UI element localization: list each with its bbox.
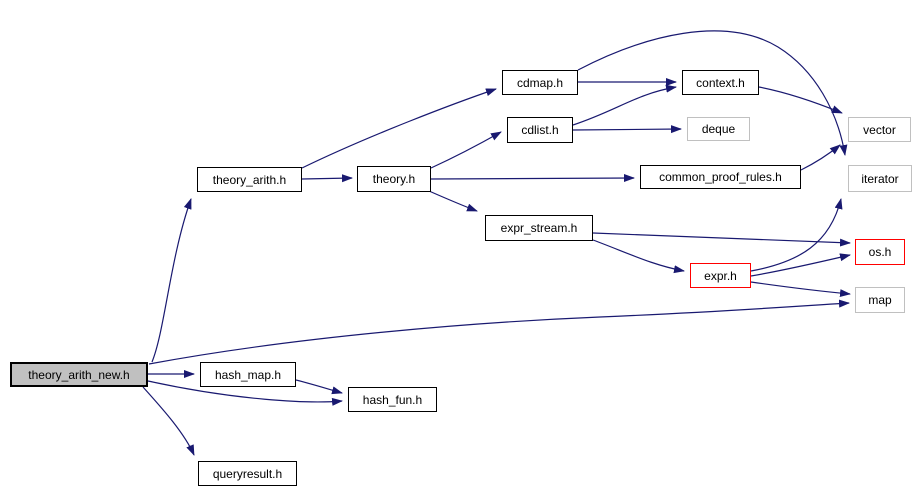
node-queryresult[interactable]: queryresult.h	[198, 461, 297, 486]
node-expr[interactable]: expr.h	[690, 263, 751, 288]
edge-theory_arith_new-theory_arith	[151, 198, 192, 363]
edge-theory-common_proof_rules	[430, 174, 635, 183]
edge-expr-iterator	[750, 198, 843, 272]
node-cdmap[interactable]: cdmap.h	[502, 70, 578, 95]
edge-expr_stream-os	[592, 232, 851, 247]
edge-theory-expr_stream	[428, 190, 478, 212]
node-deque[interactable]: deque	[687, 117, 750, 141]
node-hash_map[interactable]: hash_map.h	[200, 362, 296, 387]
edge-theory_arith_new-queryresult	[142, 386, 195, 456]
node-map[interactable]: map	[855, 287, 905, 313]
edge-context-vector	[758, 86, 843, 114]
node-common_proof_rules[interactable]: common_proof_rules.h	[640, 165, 801, 189]
edge-theory-cdlist	[430, 131, 502, 169]
node-vector[interactable]: vector	[848, 117, 911, 142]
node-cdlist[interactable]: cdlist.h	[507, 117, 573, 143]
node-context[interactable]: context.h	[682, 70, 759, 95]
edge-theory_arith-cdmap	[301, 88, 497, 169]
edge-theory_arith_new-hash_fun	[147, 380, 343, 406]
edge-theory_arith_new-map	[148, 299, 850, 365]
edge-cdlist-deque	[572, 125, 682, 134]
edge-theory_arith-theory	[301, 174, 353, 183]
edge-cdlist-context	[572, 84, 677, 126]
node-os[interactable]: os.h	[855, 239, 905, 265]
node-theory[interactable]: theory.h	[357, 166, 431, 192]
node-hash_fun[interactable]: hash_fun.h	[348, 387, 437, 412]
node-theory_arith_new: theory_arith_new.h	[10, 362, 148, 387]
edge-common_proof_rules-vector	[800, 144, 841, 171]
node-theory_arith[interactable]: theory_arith.h	[197, 167, 302, 192]
edge-hash_map-hash_fun	[295, 379, 343, 395]
node-expr_stream[interactable]: expr_stream.h	[485, 215, 593, 241]
edge-expr-map	[750, 281, 851, 298]
edge-expr_stream-expr	[592, 239, 685, 274]
node-iterator[interactable]: iterator	[848, 165, 912, 192]
edge-expr-os	[750, 253, 851, 277]
